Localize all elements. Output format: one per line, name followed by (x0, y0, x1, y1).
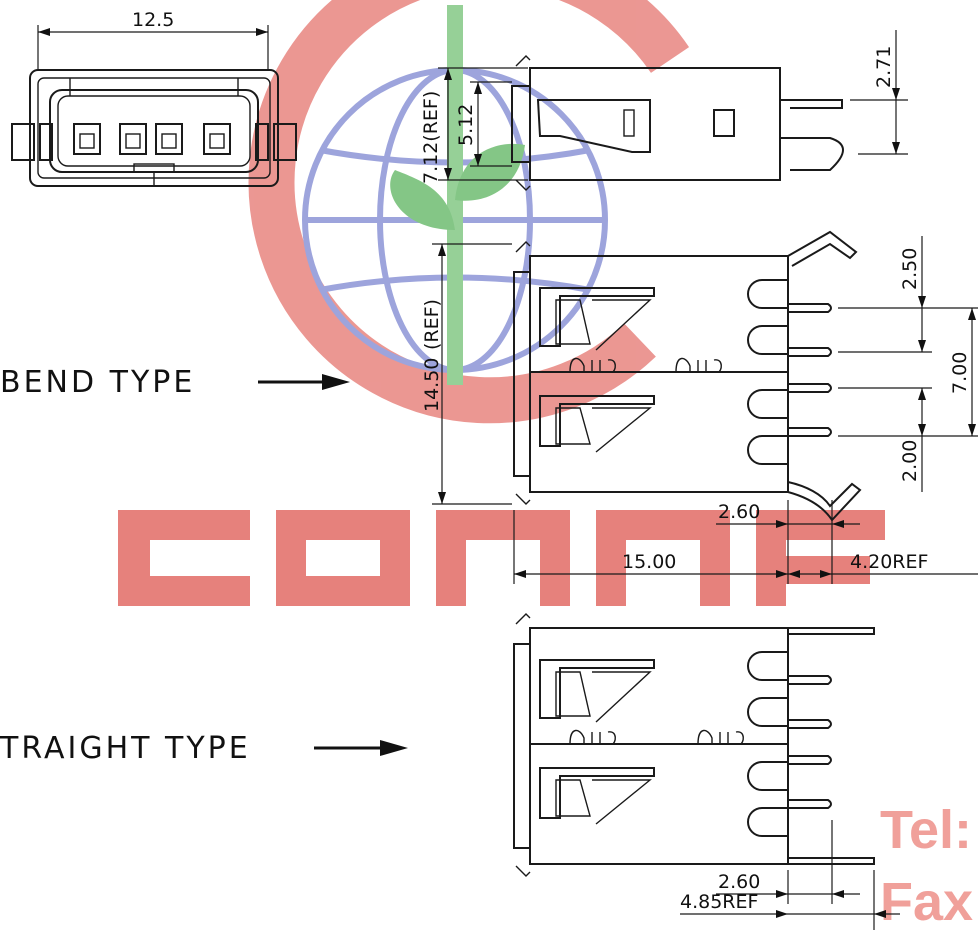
logo-stem (447, 5, 463, 385)
straight-type-view: 2.60 4.85REF (513, 613, 900, 930)
dim-side-height-ref: 7.12(REF) (420, 91, 442, 184)
logo-leaf-right (455, 143, 525, 201)
dim-pin-pitch-b: 2.00 (899, 440, 921, 482)
bend-type-view: 14.50 (REF) 2.50 7.00 2.00 2.60 15.00 4.… (421, 230, 978, 584)
dim-tail-offset: 2.71 (873, 46, 895, 88)
label-bend-type: BEND TYPE (0, 365, 195, 400)
arrow-bend (258, 374, 350, 390)
side-view: 7.12(REF) 5.12 2.71 (420, 30, 908, 191)
label-straight-type: TRAIGHT TYPE (0, 731, 251, 766)
dim-straight-offset: 2.60 (718, 871, 760, 893)
dim-bend-offset: 2.60 (718, 501, 760, 523)
arrow-straight (314, 740, 408, 756)
logo-leaf-left (390, 170, 455, 230)
dim-height-ref-a: 14.50 (421, 358, 443, 412)
watermark-fax: Fax (880, 872, 973, 932)
dim-pin-pitch-a: 2.50 (899, 248, 921, 290)
watermark-tel: Tel: (880, 800, 972, 860)
watermark-brand-tail (300, 606, 360, 620)
dim-body-length: 15.00 (622, 551, 676, 573)
watermark-logo (248, 0, 690, 424)
dim-pin-span: 7.00 (949, 352, 971, 394)
front-view: 12.5 (11, 9, 297, 187)
dim-straight-ref: 4.85REF (680, 891, 758, 913)
dim-bend-ref: 4.20REF (850, 551, 928, 573)
logo-ring (248, 0, 690, 424)
dim-height-ref-b: (REF) (421, 299, 443, 350)
dim-front-width: 12.5 (132, 9, 174, 31)
dim-side-inner: 5.12 (455, 104, 477, 146)
